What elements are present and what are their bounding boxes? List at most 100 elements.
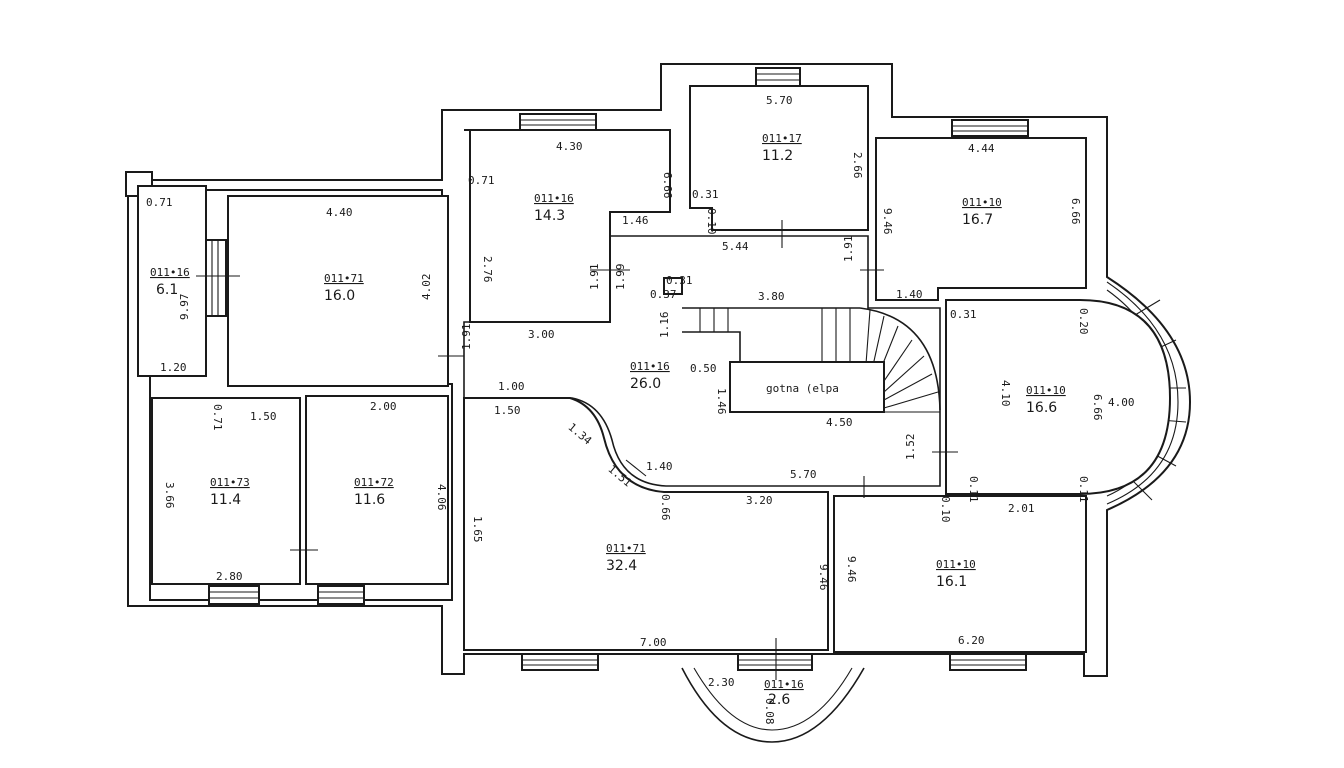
dim-label: 2.76 (481, 256, 494, 283)
dim-label: 2.01 (1008, 502, 1035, 515)
room-r11-outline (833, 495, 1087, 653)
dim-label: 9.46 (817, 564, 830, 591)
window-top-3 (951, 119, 1029, 137)
door-ticks (196, 220, 958, 680)
dim-label: 0.50 (690, 362, 717, 375)
room-label-r4: 011•17 11.2 (762, 132, 802, 164)
svg-text:2.6: 2.6 (768, 692, 790, 708)
dim-label: 6.66 (1091, 394, 1104, 421)
dim-label: 3.00 (528, 328, 555, 341)
dim-label: 6.20 (958, 634, 985, 647)
svg-text:011•72: 011•72 (354, 476, 394, 489)
dim-label: 0.71 (468, 174, 495, 187)
window-bottom-3 (521, 653, 599, 671)
svg-text:11.4: 11.4 (210, 492, 241, 508)
dim-label: 0.20 (1077, 308, 1090, 335)
dim-label: 4.00 (1108, 396, 1135, 409)
svg-text:11.2: 11.2 (762, 148, 793, 164)
window-top-1 (755, 67, 801, 87)
svg-text:16.7: 16.7 (962, 212, 993, 228)
svg-text:011•10: 011•10 (936, 558, 976, 571)
dim-label: 4.30 (556, 140, 583, 153)
svg-text:16.0: 16.0 (324, 288, 355, 304)
room-r5-outline (875, 137, 1087, 301)
dim-label: 0.71 (146, 196, 173, 209)
dim-label: 1.91 (460, 324, 473, 351)
room-label-r7: 011•10 16.6 (1026, 384, 1066, 416)
dim-label: 0.31 (950, 308, 977, 321)
dim-label: 4.40 (326, 206, 353, 219)
dim-label: 1.00 (498, 380, 525, 393)
dim-label: 5.70 (766, 94, 793, 107)
dim-label: 5.44 (722, 240, 749, 253)
dim-label: 4.10 (999, 380, 1012, 407)
svg-text:011•16: 011•16 (150, 266, 190, 279)
dim-label: 1.40 (646, 460, 673, 473)
room-r4-outline (689, 85, 869, 231)
dim-label: 2.00 (370, 400, 397, 413)
window-bottom-2 (317, 585, 365, 605)
window-bottom-5 (949, 653, 1027, 671)
windows (205, 67, 1187, 671)
svg-text:011•71: 011•71 (324, 272, 364, 285)
room-r7-outline (945, 299, 1172, 495)
dim-label: 1.40 (896, 288, 923, 301)
dim-label: 2.80 (216, 570, 243, 583)
staircase: gotna (elpa (663, 277, 941, 413)
svg-text:011•10: 011•10 (1026, 384, 1066, 397)
dim-label: 1.99 (614, 264, 627, 291)
dim-label: 7.00 (640, 636, 667, 649)
window-top-2 (519, 113, 597, 131)
dim-label: 4.44 (968, 142, 995, 155)
svg-text:011•16: 011•16 (630, 360, 670, 373)
dim-label: 1.50 (250, 410, 277, 423)
svg-text:16.1: 16.1 (936, 574, 967, 590)
dim-label: 2.30 (708, 676, 735, 689)
dim-label: 2.66 (851, 152, 864, 179)
dim-label: 0.66 (659, 494, 672, 521)
hall-outline (463, 235, 941, 487)
svg-text:6.1: 6.1 (156, 282, 178, 298)
room-label-r12: 011•162.6 (764, 678, 804, 708)
dim-label: 1.46 (622, 214, 649, 227)
dim-label: 1.50 (494, 404, 521, 417)
svg-text:011•17: 011•17 (762, 132, 802, 145)
dim-label: 0.31 (666, 274, 693, 287)
dim-label: 3.80 (758, 290, 785, 303)
svg-text:011•16: 011•16 (534, 192, 574, 205)
dim-label: 1.65 (471, 516, 484, 543)
svg-text:011•73: 011•73 (210, 476, 250, 489)
dim-label: 1.91 (842, 236, 855, 263)
dim-label: 0.31 (692, 188, 719, 201)
svg-text:32.4: 32.4 (606, 558, 637, 574)
svg-text:16.6: 16.6 (1026, 400, 1057, 416)
room-label-r2: 011•71 16.0 (324, 272, 364, 304)
dim-label: 0.37 (650, 288, 677, 301)
dim-label: 3.20 (746, 494, 773, 507)
room-label-r8: 011•73 11.4 (210, 476, 250, 508)
dim-label: 0.10 (939, 496, 952, 523)
rooms (137, 85, 1172, 653)
svg-text:011•16: 011•16 (764, 678, 804, 691)
window-bottom-4 (737, 653, 813, 671)
dim-label: 0.11 (1077, 476, 1090, 503)
room-r1-outline (137, 185, 207, 377)
dim-label: 3.66 (163, 482, 176, 509)
dim-label: 0.10 (705, 208, 718, 235)
room-label-r11: 011•10 16.1 (936, 558, 976, 590)
dim-label: 1.46 (715, 388, 728, 415)
window-west-hall (205, 239, 227, 317)
room-label-r1: 011•16 6.1 (150, 266, 190, 298)
dim-label: 9.46 (845, 556, 858, 583)
dim-label: 9.97 (178, 294, 191, 321)
dim-label: 1.52 (904, 434, 917, 461)
dimension-labels: 4.40 4.30 5.70 4.44 0.71 6.66 2.66 9.46 … (146, 94, 1135, 725)
dim-label: 1.20 (160, 361, 187, 374)
dim-label: 1.91 (588, 264, 601, 291)
dim-label: 0.11 (967, 476, 980, 503)
room-r10-outline (463, 397, 829, 651)
